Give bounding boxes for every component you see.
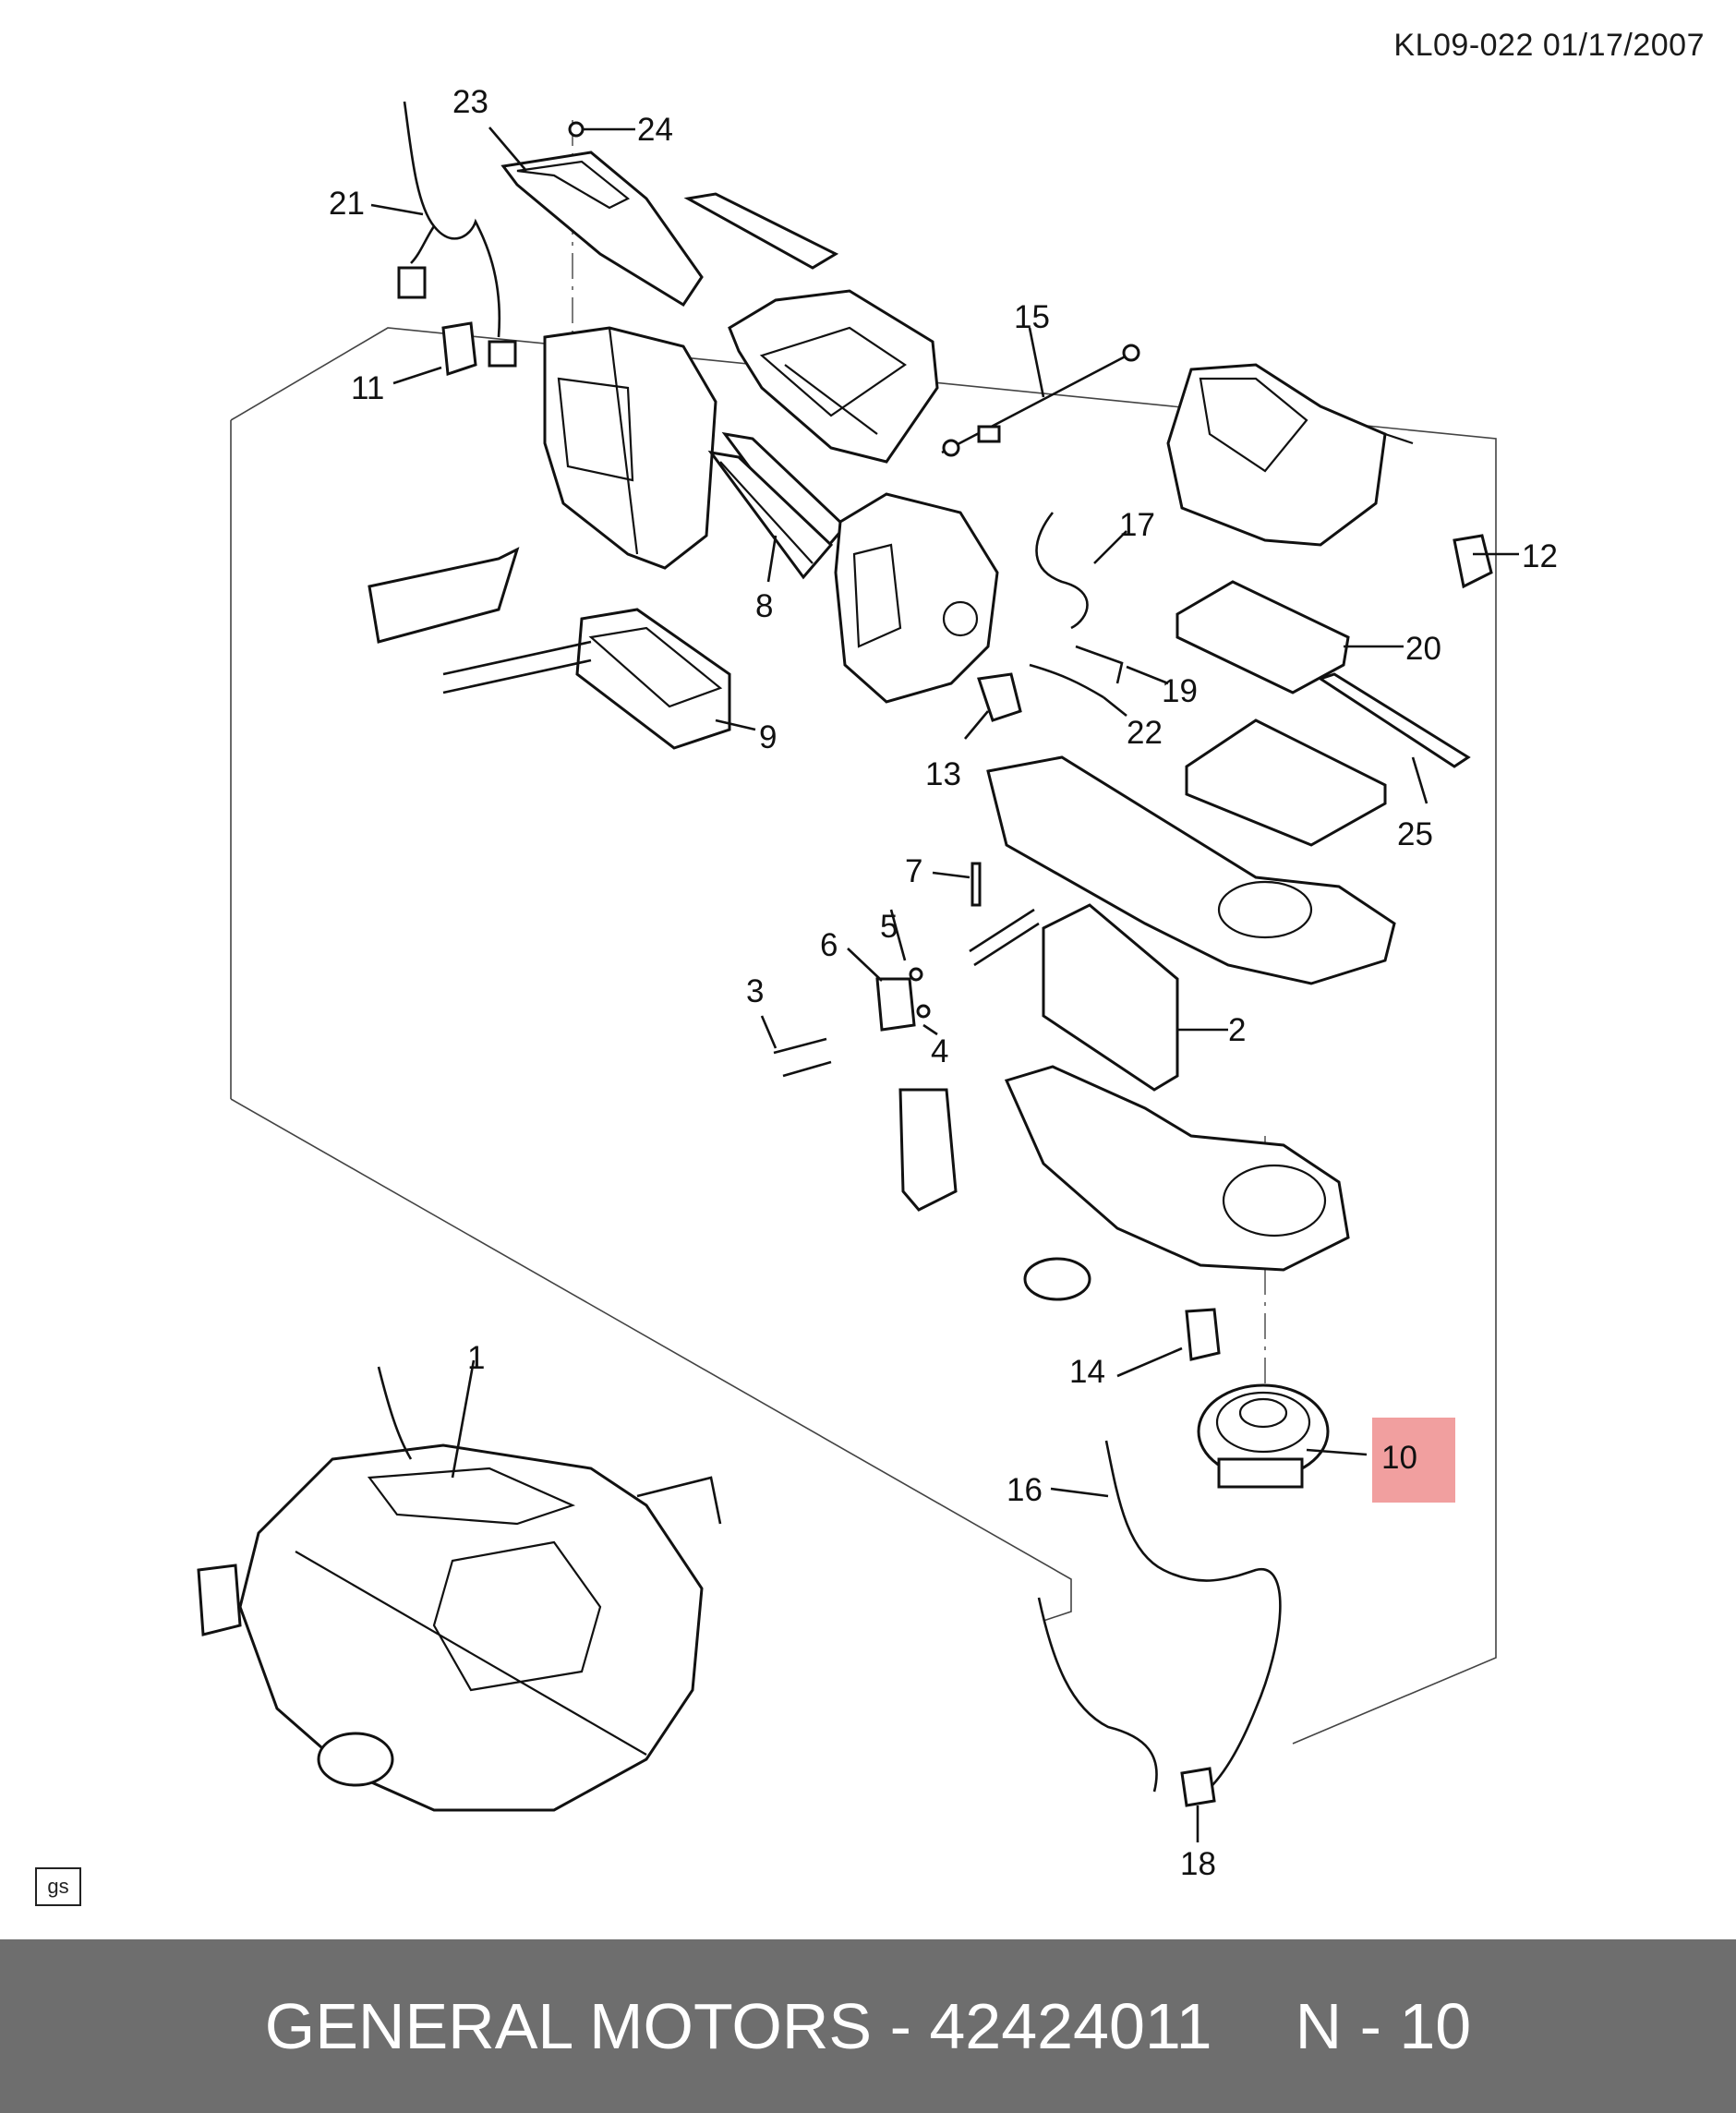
- callout-2: 2: [1228, 1012, 1246, 1048]
- part-16-harness: [1037, 1440, 1282, 1798]
- highlight-marker: [1372, 1418, 1455, 1503]
- part-12-actuator: [1453, 534, 1493, 589]
- upper-module: [728, 289, 939, 464]
- assembly-frame: [230, 327, 1497, 1745]
- callout-12: 12: [1522, 538, 1558, 574]
- callout-22: 22: [1127, 715, 1163, 751]
- part-11-actuator: [441, 321, 477, 377]
- part-5-oring: [909, 967, 923, 982]
- callout-5: 5: [880, 909, 898, 945]
- part-4-oring: [916, 1004, 931, 1019]
- part-22-hose: [1029, 663, 1104, 699]
- callout-8: 8: [755, 588, 773, 624]
- part-6-block: [875, 977, 916, 1032]
- center-housing: [834, 492, 999, 704]
- callout-21: 21: [329, 186, 365, 222]
- filter-cover: [1185, 718, 1387, 847]
- document-reference: KL09-022 01/17/2007: [1393, 28, 1705, 63]
- footer-brand-part: GENERAL MOTORS - 42424011: [264, 1990, 1212, 2062]
- callout-23: 23: [452, 84, 488, 120]
- callout-1: 1: [467, 1340, 485, 1376]
- callout-7: 7: [905, 853, 922, 889]
- part-25-frame: [1317, 672, 1471, 768]
- callout-6: 6: [820, 927, 838, 963]
- part-18-connector: [1180, 1767, 1216, 1807]
- part-10-blower-motor: [1197, 1383, 1330, 1489]
- inlet-housing: [986, 755, 1396, 985]
- blower-case-lower: [898, 1065, 1350, 1301]
- callout-11: 11: [351, 370, 384, 406]
- callout-16: 16: [1007, 1472, 1043, 1508]
- part-21-harness: [397, 101, 501, 338]
- callout-19: 19: [1162, 673, 1198, 709]
- callout-24: 24: [637, 112, 673, 148]
- case-left-half: [543, 326, 717, 570]
- part-24-screw: [568, 121, 585, 138]
- footer-diagram-ref: N - 10: [1295, 1990, 1472, 2062]
- part-2-core: [1042, 903, 1179, 1092]
- callout-15: 15: [1014, 299, 1050, 335]
- callout-labels: 23 24 21 11 15 17 12 20 19 22 8 9 13 25 …: [329, 84, 1558, 1882]
- leader-lines: [370, 127, 1519, 1842]
- part-7-clip: [970, 862, 982, 907]
- footer-band: GENERAL MOTORS - 42424011 N - 10: [0, 1939, 1736, 2113]
- bracket: [368, 547, 520, 644]
- part-19-clip: [1075, 645, 1124, 684]
- corner-tag: gs: [35, 1867, 81, 1906]
- callout-25: 25: [1397, 816, 1433, 852]
- callout-14: 14: [1069, 1354, 1105, 1390]
- callout-9: 9: [759, 719, 777, 755]
- refrigerant-tubes: [969, 908, 1040, 967]
- callout-17: 17: [1119, 507, 1155, 543]
- callout-18: 18: [1180, 1846, 1216, 1882]
- callout-20: 20: [1405, 631, 1441, 667]
- exploded-parts-diagram: 23 24 21 11 15 17 12 20 19 22 8 9 13 25 …: [197, 84, 1558, 1882]
- part-14-resistor: [1185, 1308, 1221, 1361]
- seal-strip: [683, 192, 839, 270]
- callout-3: 3: [746, 973, 764, 1009]
- part-20-filter: [1175, 580, 1350, 694]
- callout-4: 4: [931, 1033, 948, 1069]
- part-23-duct: [500, 151, 704, 308]
- part-1-hvac-assembly: [197, 1366, 722, 1812]
- callout-13: 13: [925, 756, 961, 792]
- part-3-studs: [773, 1037, 832, 1078]
- callout-10: 10: [1381, 1440, 1417, 1476]
- part-15-cable: [941, 344, 1140, 457]
- part-9-heater-core: [442, 608, 731, 750]
- part-17-hose: [1035, 512, 1089, 630]
- part-13-actuator: [977, 672, 1022, 722]
- blower-housing-upper: [1166, 363, 1414, 547]
- part-8-evaporator: [707, 431, 848, 580]
